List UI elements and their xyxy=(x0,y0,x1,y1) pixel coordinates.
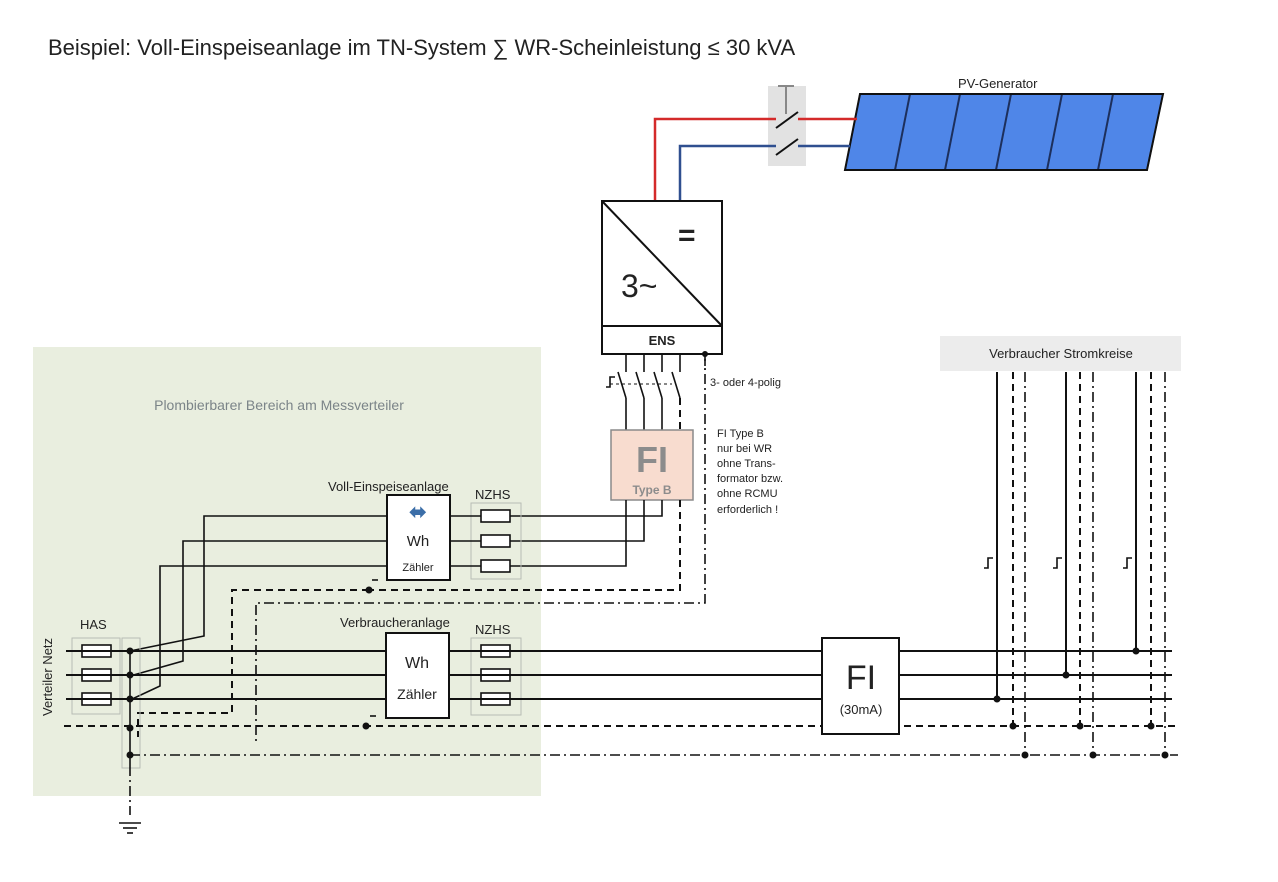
rcd-main-label: FI xyxy=(846,659,876,697)
feed-in-meter-wiring xyxy=(129,515,387,737)
nzhs-lower-label: NZHS xyxy=(475,622,511,637)
consumer-meter: Wh Zähler xyxy=(385,632,450,719)
dc-minus-wire xyxy=(678,144,776,200)
nzhs-upper xyxy=(450,502,522,580)
svg-text:FI Type B: FI Type B xyxy=(717,428,764,440)
svg-text:ohne RCMU: ohne RCMU xyxy=(717,488,778,500)
pv-generator-label: PV-Generator xyxy=(958,76,1038,91)
svg-text:erforderlich !: erforderlich ! xyxy=(717,504,778,516)
rcd-type-b-label: FI xyxy=(636,439,668,480)
inverter-dc-symbol: = xyxy=(678,219,696,252)
consumers-label: Verbraucher Stromkreise xyxy=(989,346,1133,361)
rcd-type-b-note: FI Type B nur bei WR ohne Trans- formato… xyxy=(717,428,783,516)
ground-icon xyxy=(119,822,141,834)
consumer-meter-unit: Wh xyxy=(405,655,429,672)
inverter: = 3~ ENS xyxy=(601,200,723,355)
ens-label: ENS xyxy=(649,333,676,348)
has-label: HAS xyxy=(80,617,107,632)
svg-text:ohne Trans-: ohne Trans- xyxy=(717,458,776,470)
inverter-ac-symbol: 3~ xyxy=(621,268,657,304)
consumer-meter-sub: Zähler xyxy=(397,686,437,702)
consumers-header-bg xyxy=(940,336,1181,371)
grid-label: Verteiler Netz xyxy=(40,638,55,716)
dc-disconnect-switch xyxy=(768,85,806,166)
feed-meter-sub: Zähler xyxy=(402,562,434,574)
rcd-main: FI (30mA) xyxy=(821,637,900,735)
svg-text:nur bei WR: nur bei WR xyxy=(717,443,772,455)
diagram-title: Beispiel: Voll-Einspeiseanlage im TN-Sys… xyxy=(48,35,795,60)
bidirectional-arrow-icon: ⬌ xyxy=(409,500,427,525)
rcd-type-b-sublabel: Type B xyxy=(632,483,671,497)
feed-meter-title: Voll-Einspeiseanlage xyxy=(328,479,449,494)
consumer-circuits xyxy=(984,372,1166,755)
main-bus-lines xyxy=(64,650,1178,815)
ac-disconnect-switch xyxy=(606,354,681,430)
rcd-type-b: FI Type B xyxy=(610,429,694,501)
consumer-meter-title: Verbraucheranlage xyxy=(340,615,450,630)
sealed-area-label: Plombierbarer Bereich am Messverteiler xyxy=(154,397,404,413)
nzhs-upper-label: NZHS xyxy=(475,487,511,502)
pv-generator xyxy=(843,93,1165,171)
feed-in-meter: ⬌ Wh Zähler xyxy=(386,494,451,581)
switch-pole-note: 3- oder 4-polig xyxy=(710,377,781,389)
rcd-main-sublabel: (30mA) xyxy=(840,702,883,717)
sealed-area xyxy=(33,347,541,796)
dc-plus-wire xyxy=(653,117,776,200)
svg-text:formator bzw.: formator bzw. xyxy=(717,473,783,485)
feed-meter-unit: Wh xyxy=(407,533,430,550)
